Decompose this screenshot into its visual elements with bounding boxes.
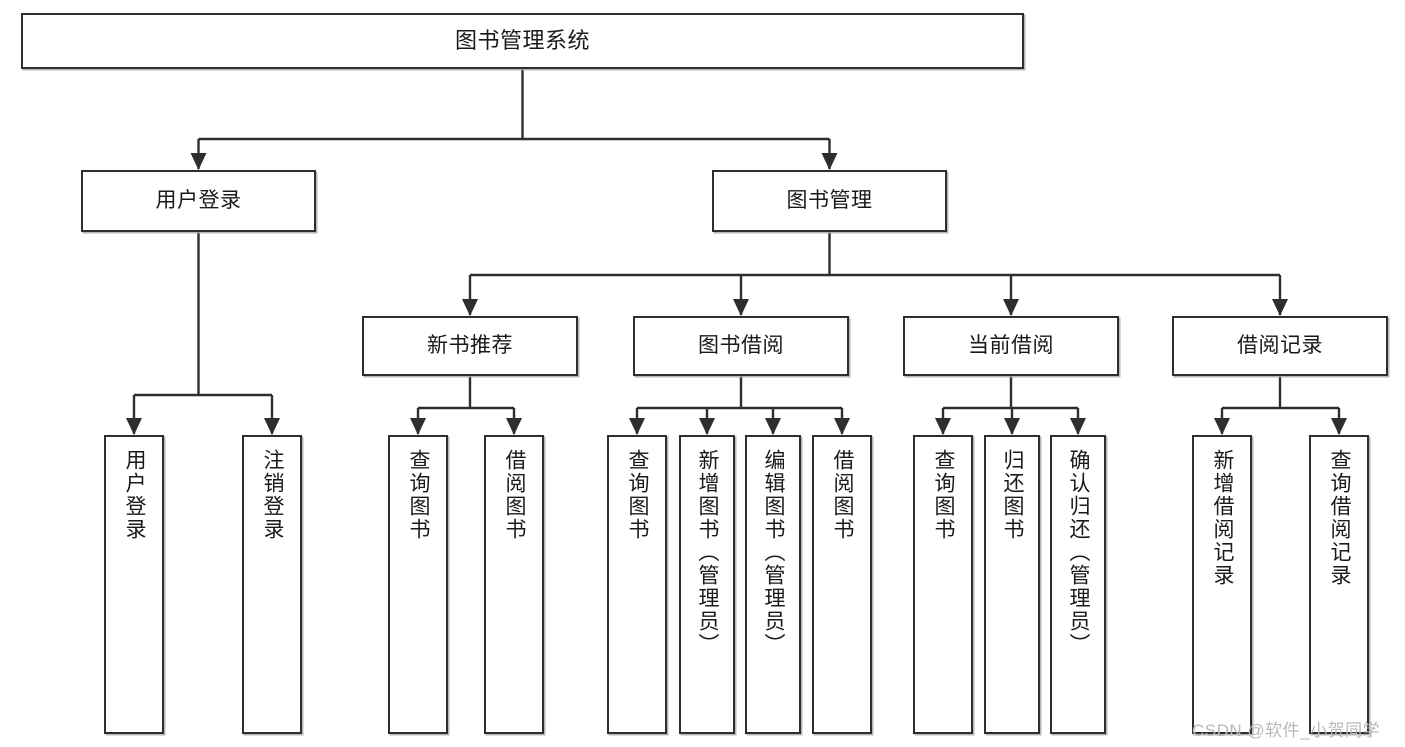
node-newbook[interactable]: 新书推荐: [362, 316, 578, 376]
arrow-head-icon: [410, 418, 426, 435]
node-label: 图书管理系统: [454, 28, 590, 54]
node-l5[interactable]: 查询图书: [607, 435, 667, 734]
node-label: 编辑图书（管理员）: [762, 449, 786, 656]
node-bookmgmt[interactable]: 图书管理: [712, 170, 947, 232]
arrow-head-icon: [190, 153, 207, 170]
node-label: 借阅记录: [1237, 333, 1323, 357]
arrow-head-icon: [1214, 418, 1230, 435]
node-label: 借阅图书: [503, 449, 527, 541]
node-label: 查询图书: [932, 449, 956, 541]
arrow-head-icon: [834, 418, 850, 435]
node-l9[interactable]: 查询图书: [913, 435, 973, 734]
arrow-head-icon: [1070, 418, 1086, 435]
node-l3[interactable]: 查询图书: [388, 435, 448, 734]
node-l11[interactable]: 确认归还（管理员）: [1050, 435, 1106, 734]
node-label: 归还图书: [1001, 449, 1025, 541]
node-l12[interactable]: 新增借阅记录: [1192, 435, 1252, 734]
watermark-text: CSDN @软件_小贺同学: [1192, 721, 1381, 740]
node-l13[interactable]: 查询借阅记录: [1309, 435, 1369, 734]
node-l2[interactable]: 注销登录: [242, 435, 302, 734]
arrow-head-icon: [629, 418, 645, 435]
node-l6[interactable]: 新增图书（管理员）: [679, 435, 735, 734]
node-l1[interactable]: 用户登录: [104, 435, 164, 734]
arrow-head-icon: [126, 418, 142, 435]
node-login[interactable]: 用户登录: [81, 170, 316, 232]
arrow-head-icon: [1003, 299, 1019, 316]
node-label: 新增借阅记录: [1211, 449, 1235, 587]
node-label: 新增图书（管理员）: [696, 449, 720, 656]
arrow-head-icon: [1331, 418, 1347, 435]
arrow-head-icon: [821, 153, 838, 170]
node-label: 查询图书: [626, 449, 650, 541]
node-label: 新书推荐: [427, 333, 513, 357]
node-label: 当前借阅: [968, 333, 1054, 357]
arrow-head-icon: [699, 418, 715, 435]
node-l4[interactable]: 借阅图书: [484, 435, 544, 734]
node-l7[interactable]: 编辑图书（管理员）: [745, 435, 801, 734]
node-label: 用户登录: [123, 449, 147, 541]
node-label: 图书借阅: [698, 333, 784, 357]
node-l10[interactable]: 归还图书: [984, 435, 1040, 734]
arrow-head-icon: [264, 418, 280, 435]
arrow-head-icon: [462, 299, 478, 316]
node-records[interactable]: 借阅记录: [1172, 316, 1388, 376]
node-label: 确认归还（管理员）: [1067, 449, 1091, 656]
node-label: 查询图书: [407, 449, 431, 541]
arrow-head-icon: [733, 299, 749, 316]
arrow-head-icon: [1004, 418, 1020, 435]
arrow-head-icon: [506, 418, 522, 435]
node-label: 注销登录: [261, 449, 285, 541]
node-label: 图书管理: [786, 188, 873, 212]
node-label: 查询借阅记录: [1328, 449, 1352, 587]
node-borrow[interactable]: 图书借阅: [633, 316, 849, 376]
arrow-head-icon: [765, 418, 781, 435]
node-root[interactable]: 图书管理系统: [21, 13, 1024, 69]
node-label: 用户登录: [155, 188, 242, 212]
node-current[interactable]: 当前借阅: [903, 316, 1119, 376]
arrow-head-icon: [935, 418, 951, 435]
node-label: 借阅图书: [831, 449, 855, 541]
arrow-head-icon: [1272, 299, 1288, 316]
node-l8[interactable]: 借阅图书: [812, 435, 872, 734]
